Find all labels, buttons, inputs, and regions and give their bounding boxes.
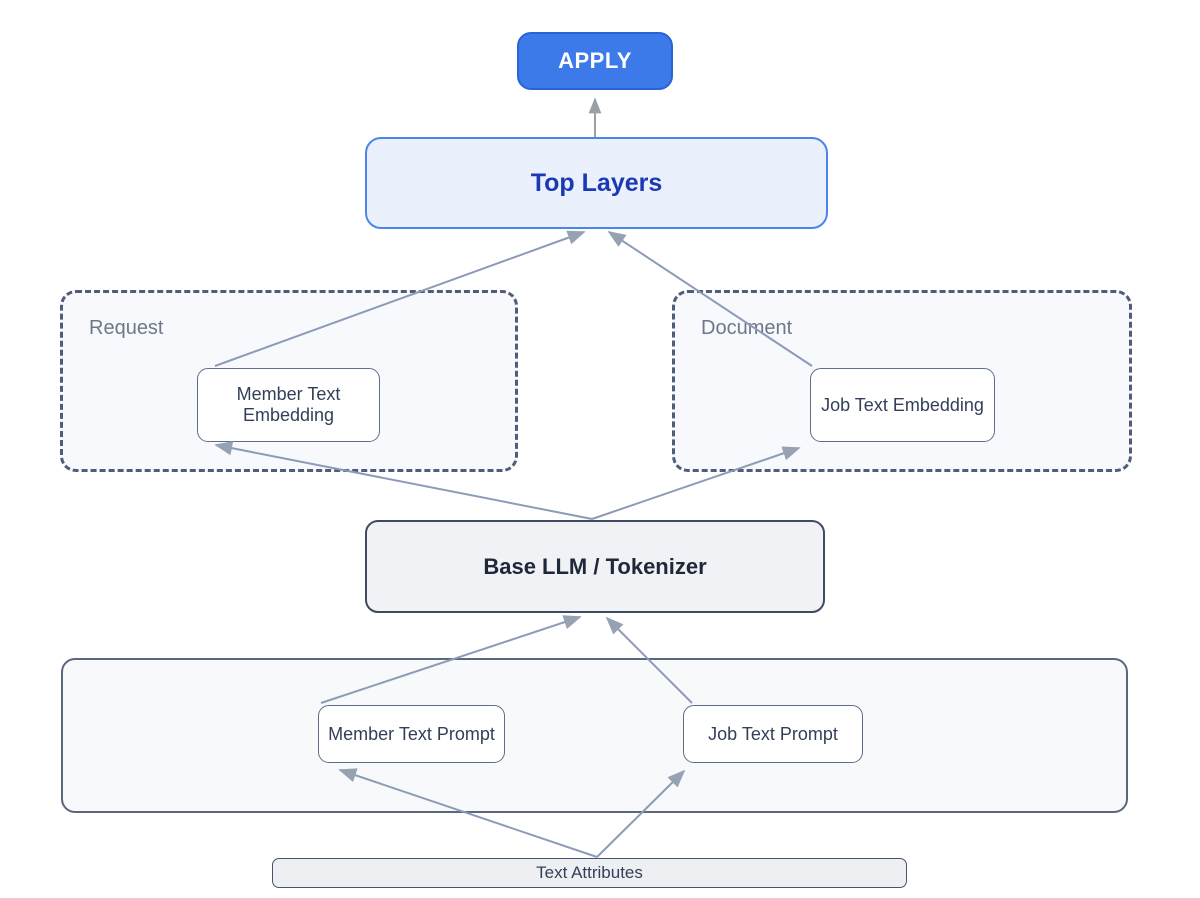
apply-node: APPLY <box>517 32 673 90</box>
base-llm-tokenizer-node: Base LLM / Tokenizer <box>365 520 825 613</box>
member-text-embedding-node: Member Text Embedding <box>197 368 380 442</box>
job-text-embedding-node: Job Text Embedding <box>810 368 995 442</box>
document-group-label: Document <box>701 317 793 339</box>
text-attributes-node: Text Attributes <box>272 858 907 888</box>
job-text-prompt-node: Job Text Prompt <box>683 705 863 763</box>
top-layers-node: Top Layers <box>365 137 828 229</box>
member-text-prompt-node: Member Text Prompt <box>318 705 505 763</box>
prompts-container-box <box>61 658 1128 813</box>
request-group-label: Request <box>89 317 164 339</box>
